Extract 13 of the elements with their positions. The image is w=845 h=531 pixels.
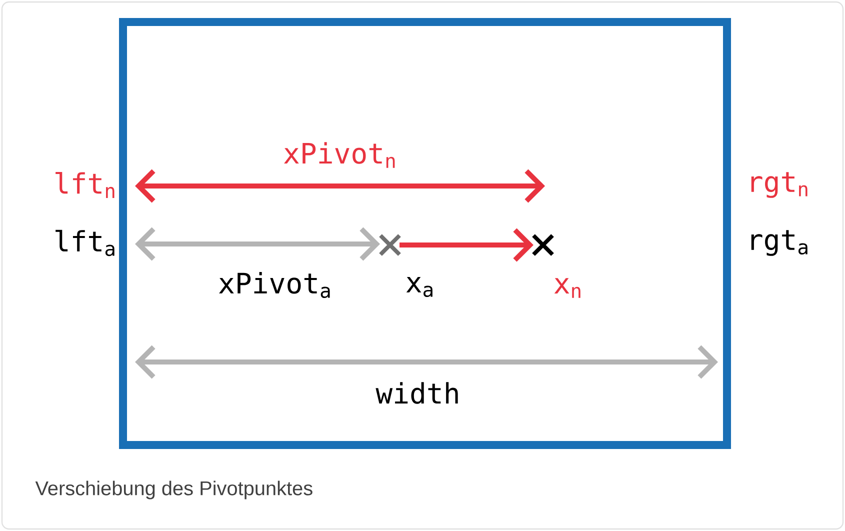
dimension-label: lft$_{a}$ xyxy=(56,230,114,256)
dimension-label: rgt$_{n}$ xyxy=(751,172,808,198)
dimension-label: width xyxy=(376,382,458,404)
dimension-label: xPivot$_{a}$ xyxy=(219,272,330,298)
dimension-label: xPivot$_{n}$ xyxy=(284,142,395,168)
dimension-label: rgt$_{a}$ xyxy=(751,230,808,256)
cross-mark xyxy=(532,234,554,256)
cross-mark xyxy=(378,234,402,256)
point-label: x$_{a}$ xyxy=(406,277,432,298)
point-label: x$_{n}$ xyxy=(554,278,580,298)
arrow xyxy=(400,228,534,262)
caption: Verschiebung des Pivotpunktes xyxy=(35,480,312,500)
dimension-label: lft$_{n}$ xyxy=(56,172,114,198)
